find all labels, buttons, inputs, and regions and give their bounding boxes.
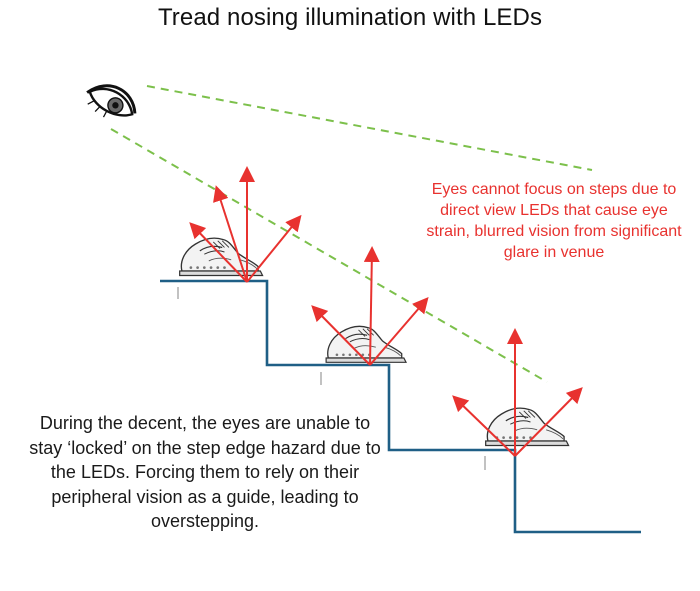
upper-sight-line [146,85,593,171]
shoe-icon [179,237,264,277]
staircase [160,279,641,534]
glare-arrows-step-3 [452,328,583,457]
descent-explanation-note: During the decent, the eyes are unable t… [29,413,381,531]
glare-arrows-step-1 [189,166,302,283]
lower-sight-line [110,128,548,383]
eye-icon [86,84,137,118]
glare-arrows-step-2 [311,246,429,366]
glare-explanation-note: Eyes cannot focus on steps due to direct… [426,181,682,261]
diagram-title: Tread nosing illumination with LEDs [157,4,543,31]
